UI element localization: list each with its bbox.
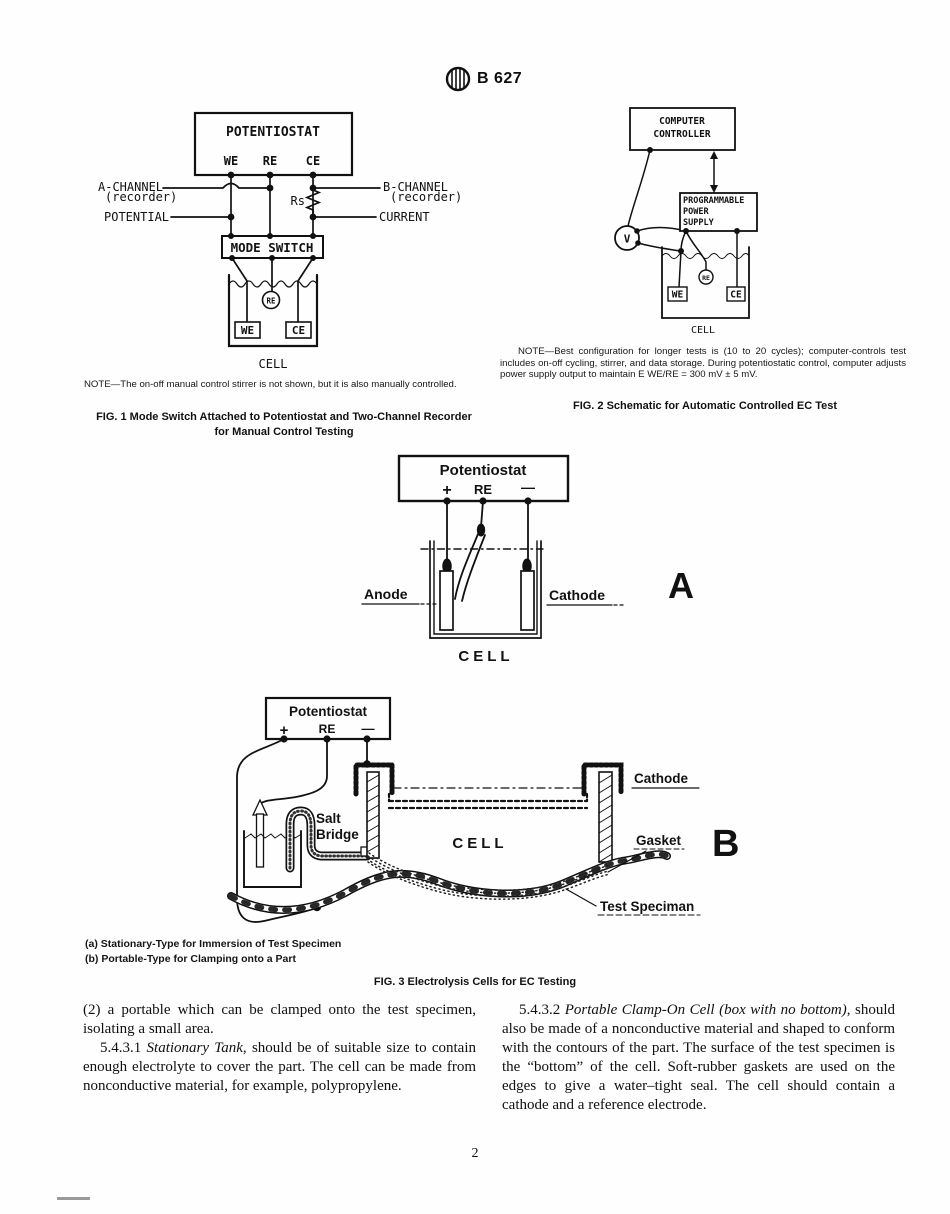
fig1-rs-label: Rs: [291, 194, 305, 208]
fig3b-cathode-label: Cathode: [634, 771, 688, 786]
page-number: 2: [471, 1146, 479, 1161]
fig2-cell-beaker: [661, 246, 750, 319]
figure-1-diagram: POTENTIOSTAT WE RE CE A-CHANN: [98, 111, 462, 371]
fig1-a-channel-label: A-CHANNEL: [98, 180, 163, 194]
fig3b-gasket-label: Gasket: [636, 833, 682, 848]
fig2-note: NOTE—Best configuration for longer tests…: [500, 346, 906, 381]
figure-3a-diagram: Potentiostat + RE — Ano: [361, 454, 694, 665]
fig1-cell-re-label: RE: [266, 297, 276, 306]
fig3a-cell-caption: CELL: [458, 648, 513, 665]
fig3a-plus-label: +: [442, 482, 451, 499]
fig1-cell-we-label: WE: [241, 324, 254, 337]
fig1-cell-caption: CELL: [259, 357, 288, 371]
fig2-pps-line3: SUPPLY: [683, 218, 715, 228]
fig3b-plus-label: +: [280, 722, 289, 739]
fig3a-re-label: RE: [474, 482, 492, 497]
section-number: 5.4.3.1: [100, 1040, 147, 1057]
fig2-caption: FIG. 2 Schematic for Automatic Controlle…: [572, 400, 838, 412]
fig2-note-text: NOTE—Best configuration for longer tests…: [500, 346, 906, 381]
section-text: , should be of suitable size to contain …: [83, 1040, 477, 1095]
fig3b-specimen-label: Test Speciman: [600, 899, 694, 914]
fig1-current-label: CURRENT: [379, 210, 430, 224]
fig3a-potentiostat-label: Potentiostat: [440, 462, 527, 479]
paragraph: 5.4.3.1 Stationary Tank, should be of su…: [83, 1039, 476, 1096]
fig3a-panel-letter: A: [668, 565, 694, 606]
fig3a-wires: [446, 500, 529, 602]
fig2-computer-line1: COMPUTER: [659, 116, 705, 127]
fig3b-potentiostat-label: Potentiostat: [289, 704, 368, 719]
fig3a-anode-label: Anode: [364, 586, 408, 602]
fig1-ce-terminal-label: CE: [306, 154, 320, 168]
body-text: (2) a portable which can be clamped onto…: [83, 1001, 895, 1115]
fig3-subcaption-b: (b) Portable-Type for Clamping onto a Pa…: [85, 953, 296, 965]
fig2-voltmeter-label: V: [624, 233, 631, 246]
fig1-mode-switch-label: MODE SWITCH: [231, 240, 314, 255]
fig3a-cathode-label: Cathode: [549, 587, 605, 603]
fig3a-minus-label: —: [521, 479, 535, 495]
fig1-we-terminal-label: WE: [224, 154, 238, 168]
fig1-potentiostat-box: [193, 111, 354, 177]
fig1-note: NOTE—The on-off manual control stirrer i…: [66, 379, 476, 391]
paragraph: (2) a portable which can be clamped onto…: [83, 1002, 476, 1038]
section-text: , should also be made of a nonconductive…: [502, 1002, 895, 1114]
section-title: Portable Clamp-On Cell (box with no bott…: [564, 1002, 847, 1018]
fig3b-cathode-assembly: [353, 762, 624, 810]
fig3b-wires: [236, 738, 368, 923]
fig1-re-terminal-label: RE: [263, 154, 277, 168]
fig3b-specimen-pointer: [565, 888, 597, 907]
scan-artifact: [57, 1197, 90, 1200]
fig2-computer-line2: CONTROLLER: [653, 129, 710, 140]
fig3-subcaption-a: (a) Stationary-Type for Immersion of Tes…: [85, 938, 342, 950]
fig3a-cell-beaker: [420, 540, 544, 639]
fig3b-reference-electrode: [251, 798, 269, 868]
fig2-voltmeter: [614, 225, 640, 251]
fig1-mode-switch-box: [221, 235, 324, 259]
fig3b-panel-letter: B: [712, 823, 739, 865]
fig2-cell-we-label: WE: [672, 290, 684, 301]
fig3b-gasket-pointer: [607, 850, 647, 873]
fig1-note-text: NOTE—The on-off manual control stirrer i…: [84, 379, 457, 390]
figure-3b-diagram: Potentiostat + RE —: [227, 696, 739, 923]
body-column-right: 5.4.3.2 Portable Clamp-On Cell (box with…: [502, 1001, 895, 1115]
fig2-cell-caption: CELL: [691, 325, 715, 336]
fig3b-cell-caption: CELL: [452, 835, 507, 852]
fig3-caption: FIG. 3 Electrolysis Cells for EC Testing: [373, 976, 577, 988]
fig3b-salt-bridge: [285, 806, 372, 873]
astm-logo-icon: [445, 66, 471, 92]
fig1-wires: [162, 174, 381, 323]
fig3b-re-label: RE: [319, 722, 336, 736]
fig1-b-channel-label: B-CHANNEL: [383, 180, 448, 194]
fig2-pps-line1: PROGRAMMABLE: [683, 196, 744, 206]
fig3b-test-specimen: [227, 850, 671, 914]
figure-2-diagram: COMPUTER CONTROLLER V PROGRAMMABLE POWER…: [614, 107, 758, 336]
fig1-cell-ce-label: CE: [292, 324, 305, 337]
doc-number: B 627: [477, 70, 523, 87]
fig2-cell-ce-label: CE: [730, 290, 742, 301]
fig3a-dots: [442, 497, 532, 574]
fig3b-gasket: [366, 852, 612, 900]
section-number: 5.4.3.2: [519, 1002, 565, 1018]
body-column-left: (2) a portable which can be clamped onto…: [83, 1001, 476, 1115]
fig2-junction-dots: [634, 147, 740, 254]
fig1-a-channel-sub: (recorder): [105, 190, 177, 204]
fig1-b-channel-sub: (recorder): [390, 190, 462, 204]
fig1-cell-beaker: [227, 273, 319, 348]
fig3b-minus-label: —: [362, 721, 375, 736]
fig3b-salt-label-line1: Salt: [316, 811, 341, 826]
fig1-potentiostat-label: POTENTIOSTAT: [226, 125, 320, 140]
fig3b-salt-label-line2: Bridge: [316, 827, 359, 842]
fig2-pps-line2: POWER: [683, 207, 709, 217]
paragraph: 5.4.3.2 Portable Clamp-On Cell (box with…: [502, 1001, 895, 1115]
section-title: Stationary Tank: [146, 1040, 243, 1057]
fig2-cell-re-label: RE: [702, 274, 710, 282]
fig2-computer-box: [629, 107, 736, 151]
fig1-caption: FIG. 1 Mode Switch Attached to Potentios…: [96, 411, 472, 438]
fig2-power-supply-box: [679, 192, 758, 232]
fig1-potential-label: POTENTIAL: [104, 210, 169, 224]
